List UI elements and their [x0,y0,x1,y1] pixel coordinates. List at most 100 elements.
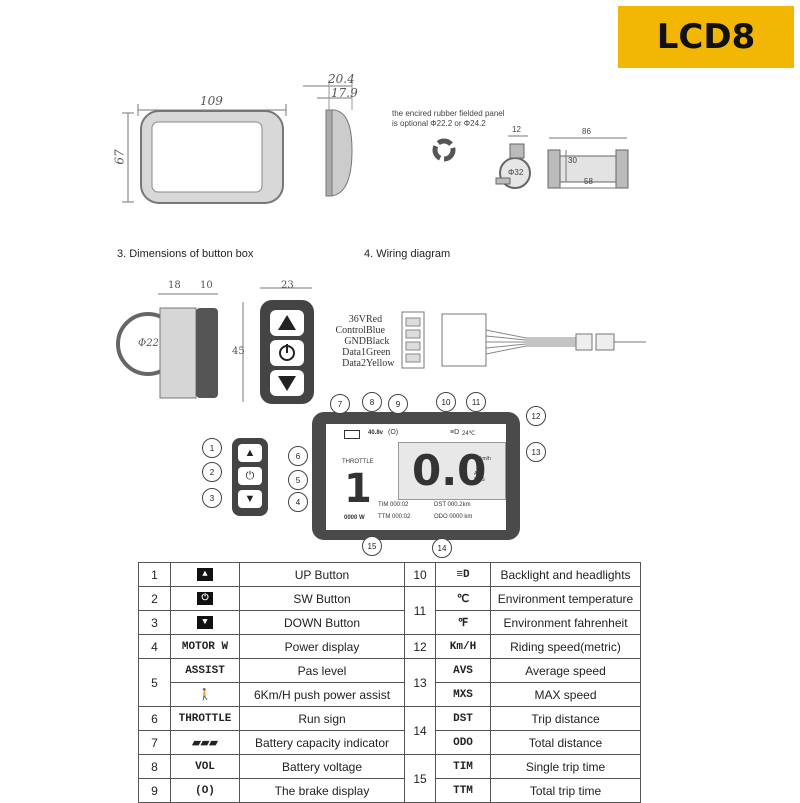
brake-icon: (O) [170,778,240,803]
dim-depth-a: 20.4 [328,72,355,86]
table-row: 🚶 6Km/H push power assist MXS MAX speed [139,682,641,707]
row-icon-text: MOTOR W [170,634,240,659]
wire-signal: 36V [348,314,366,325]
row-number: 10 [404,562,436,587]
row-number: 1 [138,562,171,587]
row-desc: Environment temperature [490,586,641,611]
dim-depth-b: 17.9 [331,86,358,100]
wiring-colors: Red Blue Black Green Yellow [366,314,394,369]
brake-icon: (O) [388,429,399,436]
row-number: 15 [404,754,436,803]
down-arrow-icon [278,376,296,391]
row-desc: Riding speed(metric) [490,634,641,659]
row-number: 8 [138,754,171,779]
lcd-speed: 0.0 [412,446,487,495]
row-number: 4 [138,634,171,659]
table-row: 5 ASSIST Pas level 13 AVS Average speed [138,658,641,707]
row-desc: Total trip time [490,778,641,803]
speed-panel [398,442,506,500]
bb-d18: 18 [168,280,181,291]
wire-color: Blue [366,325,385,336]
wire-signal: Control [335,325,366,336]
lcd-temp: 24℃ [462,431,476,437]
fahrenheit-icon: ℉ [435,610,491,635]
clamp-diameter: Φ32 [508,168,524,177]
bb-d45: 45 [232,346,245,357]
lcd-assist-level: 1 [344,466,372,512]
spec-table: 1 ▲ UP Button 10 ≡D Backlight and headli… [138,562,641,803]
row-desc: Battery voltage [239,754,405,779]
up-icon: ▲ [170,562,240,587]
wire-color: Yellow [366,358,395,369]
row-icon-text: DST [435,706,491,731]
headlight-icon: ≡D [450,429,460,436]
table-row: 2 ⏻ SW Button 11 ℃ Environment temperatu… [138,586,641,635]
row-number: 3 [138,610,171,635]
row-number: 6 [138,706,171,731]
wiring-heading: 4. Wiring diagram [364,248,451,260]
row-number: 14 [404,706,436,755]
wiring-signals: 36V Control GND Data1 Data2 [322,314,366,369]
callout-1: 1 [202,438,222,458]
down-icon: ▼ [170,610,240,635]
row-desc: Single trip time [490,754,641,779]
lcd-volt: 40.8v [368,430,384,436]
lcd8-badge: LCD8 [618,6,794,68]
lcd-power: 0000 W [344,515,365,521]
dim-width: 109 [200,94,223,108]
walk-icon: 🚶 [170,682,240,707]
mount-86: 86 [582,127,591,136]
table-row: 8 VOL Battery voltage 15 TIM Single trip… [138,754,641,803]
lcd-avs: AVS [474,471,484,477]
callout-2: 2 [202,462,222,482]
row-desc: Power display [239,634,405,659]
battery-icon: ▰▰▰ [170,730,240,755]
row-desc: The brake display [239,778,405,803]
lcd-dst: DST 000.2km [434,502,471,508]
down-icon: ▼ [238,490,262,508]
row-icon-text: ASSIST [170,658,240,683]
row-desc: Backlight and headlights [490,562,641,587]
wire-color: Black [366,336,390,347]
wire-signal: Data1 [342,347,366,358]
row-icon-text: AVS [435,658,491,683]
row-icon-text: ODO [435,730,491,755]
row-desc: Trip distance [490,706,641,731]
row-icon-text: MXS [435,682,491,707]
lcd-odo: ODO 0000 km [434,514,473,520]
row-number: 12 [404,634,436,659]
table-row: 1 ▲ UP Button 10 ≡D Backlight and headli… [138,562,641,587]
callout-10: 10 [436,392,456,412]
row-icon-text: TTM [435,778,491,803]
row-desc: MAX speed [490,682,641,707]
button-box-drawing [116,287,314,404]
mount-30: 30 [568,156,577,165]
row-desc: Environment fahrenheit [490,610,641,635]
callout-7: 7 [330,394,350,414]
table-row: 9 (O) The brake display TTM Total trip t… [138,778,641,803]
connector-drawing [401,311,646,369]
rubber-note-2: is optional Φ22.2 or Φ24.2 [392,119,486,128]
row-number: 2 [138,586,171,611]
row-icon-text: VOL [170,754,240,779]
callout-4: 4 [288,492,308,512]
bb-d10: 10 [200,280,213,291]
wire-signal: GND [344,336,366,347]
row-icon-text: Km/H [435,634,491,659]
row-desc: DOWN Button [239,610,405,635]
table-row: 3 ▼ DOWN Button ℉ Environment fahrenheit [138,610,641,635]
callout-3: 3 [202,488,222,508]
rubber-note-1: the encired rubber fielded panel [392,109,505,118]
row-desc: Pas level [239,658,405,683]
row-icon-text: THROTTLE [170,706,240,731]
wire-color: Green [366,347,391,358]
lcd-throttle: THROTTLE [342,459,374,465]
dimension-drawing [122,80,629,204]
row-desc: Total distance [490,730,641,755]
button-box-heading: 3. Dimensions of button box [117,248,254,260]
callout-12: 12 [526,406,546,426]
table-row: 4 MOTOR W Power display 12 Km/H Riding s… [138,634,641,659]
row-number: 13 [404,658,436,707]
up-icon: ▲ [238,444,262,462]
callout-11: 11 [466,392,486,412]
